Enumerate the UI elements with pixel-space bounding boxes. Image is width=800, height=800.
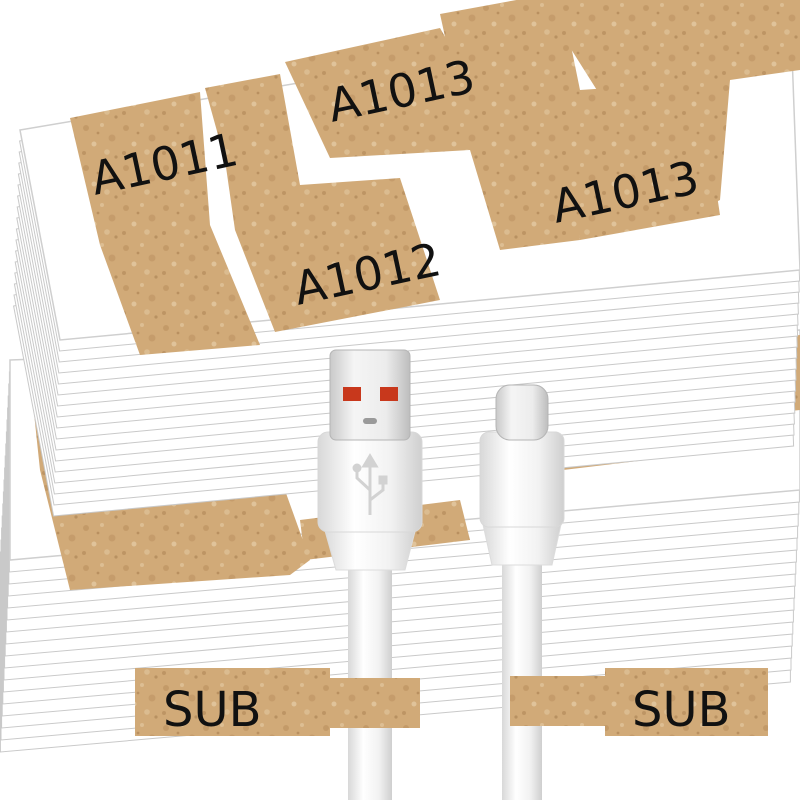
usb-c-cord-below-tag	[502, 736, 542, 800]
usb-a-metal-shell	[329, 349, 411, 441]
usb-a-contact-left	[343, 387, 361, 401]
usb-a-cord-below-tag	[348, 736, 392, 800]
cable-tag-left: SUB	[135, 668, 420, 738]
usb-a-contact-right	[380, 387, 398, 401]
cork-label-a1013-right	[440, 0, 720, 240]
cable-tag-left-text: SUB	[163, 682, 262, 738]
cork-label-a1013-top	[285, 28, 580, 250]
cable-tag-right: SUB	[510, 668, 768, 738]
cork-label-a1011	[70, 92, 260, 355]
cork-label-far-right	[540, 0, 800, 210]
usb-a-slot	[363, 418, 377, 424]
usb-c-plug-tip	[495, 384, 549, 441]
upper-sheet-top: A1011 A1012 A1013 A1013	[19, 0, 800, 355]
usb-trident-icon	[352, 453, 388, 515]
usb-c-housing	[479, 431, 565, 528]
cable-tag-right-text: SUB	[632, 682, 731, 738]
cork-label-a1012	[205, 74, 440, 332]
usb-c-cable	[479, 384, 565, 800]
